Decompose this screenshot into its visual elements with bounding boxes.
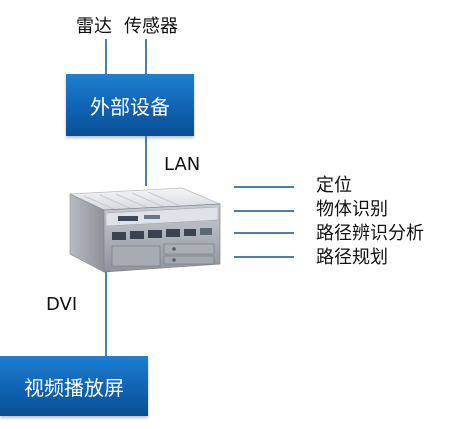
function-label-path-planning: 路径规划 [316, 247, 388, 268]
external-device-box: 外部设备 [66, 74, 194, 136]
dvi-connector [105, 272, 107, 356]
radar-connector [105, 39, 107, 74]
sensor-connector [145, 39, 147, 74]
display-screen-box: 视频播放屏 [0, 356, 148, 416]
function-connector-3 [234, 232, 294, 234]
function-label-object-recognition: 物体识别 [316, 199, 388, 220]
radar-label: 雷达 [76, 16, 112, 37]
embedded-computer-image [69, 187, 221, 273]
sensor-label: 传感器 [124, 16, 178, 37]
function-connector-1 [234, 186, 294, 188]
function-label-positioning: 定位 [316, 175, 352, 196]
function-connector-2 [234, 210, 294, 212]
lan-connector [145, 136, 147, 186]
display-screen-label: 视频播放屏 [24, 375, 124, 400]
lan-label: LAN [164, 154, 201, 175]
function-connector-4 [234, 256, 294, 258]
function-label-path-analysis: 路径辨识分析 [316, 223, 424, 244]
external-device-label: 外部设备 [90, 94, 170, 119]
dvi-label: DVI [46, 294, 78, 315]
